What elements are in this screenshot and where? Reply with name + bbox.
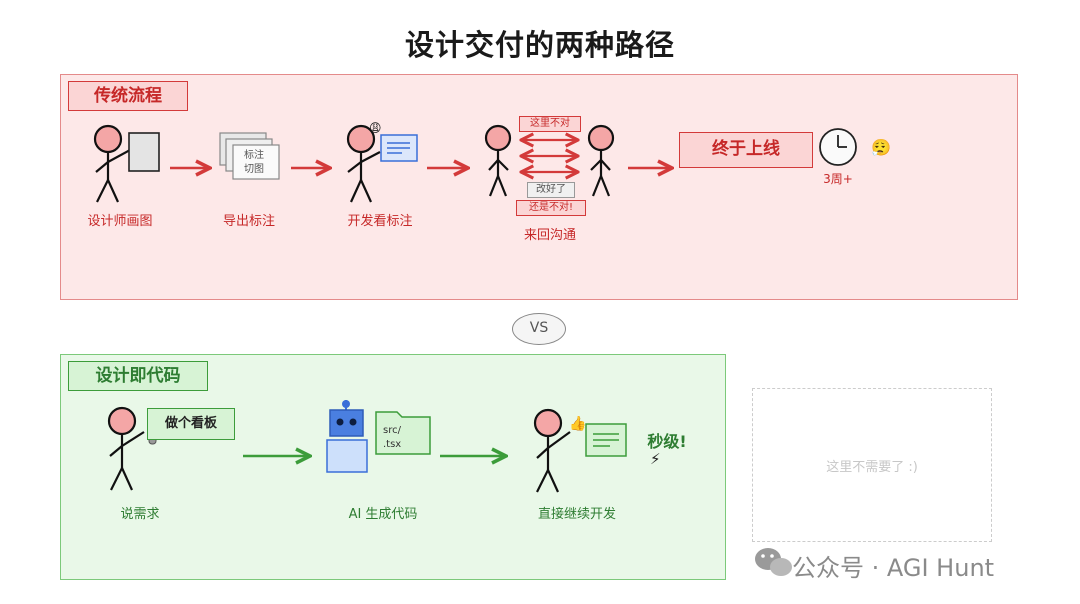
step-label-request: 说需求 [120,507,160,522]
step-label-ai-generate: AI 生成代码 [348,507,418,522]
thumbs-up-emoji: 👍 [569,416,587,432]
complaint-label-1: 这里不对 [519,116,581,132]
developer-figure [346,124,381,203]
step-label-communicate: 来回沟通 [523,228,576,243]
wechat-logo [755,548,792,576]
watermark: 公众号 · AGI Hunt [752,546,1052,582]
export-doc-line1: 标注 [244,150,264,161]
placeholder-text: 这里不需要了 :) [826,460,918,475]
export-doc-line2: 切图 [244,164,264,175]
folder-line2: .tsx [383,439,402,450]
lightning-emoji: ⚡ [650,450,661,468]
step-label-draw: 设计师画图 [87,214,153,229]
result-doc-icon [585,423,627,457]
ai-robot-icon [326,400,368,473]
vs-badge: VS [512,313,566,345]
communicator-left-figure [484,124,512,197]
drawing-canvas-icon [128,132,160,172]
traditional-tag: 传统流程 [68,81,188,111]
frustrated-emoji: 😩 [369,121,382,135]
request-speech-bubble: 做个看板 [147,408,235,440]
step-label-continue-dev: 直接继续开发 [537,507,616,522]
developer-continue-figure [533,408,571,493]
diagram-title: 设计交付的两种路径 [404,28,675,62]
back-and-forth-arrows [521,140,578,172]
communicator-right-figure [587,124,615,197]
clock-icon [819,128,857,166]
step-label-read-spec: 开发看标注 [347,214,413,229]
complaint-label-2: 还是不对! [516,200,586,216]
spec-doc-icon [380,134,418,162]
duration-label: 3周+ [823,172,853,186]
fixed-label: 改好了 [527,182,575,198]
step-label-export: 导出标注 [222,214,275,229]
design-as-code-panel [60,354,726,580]
code-folder-icon [375,411,431,455]
folder-line1: src/ [383,425,401,436]
watermark-text: 公众号 · AGI Hunt [792,554,995,582]
requester-figure [107,406,145,491]
exhausted-emoji: 😮‍💨 [871,138,891,157]
final-launch-box: 终于上线 [679,132,813,168]
export-docs-icon [219,132,280,180]
design-as-code-tag: 设计即代码 [68,361,208,391]
speed-label: 秒级! [647,432,687,451]
empty-placeholder-panel [752,388,992,542]
designer-figure [93,124,131,203]
